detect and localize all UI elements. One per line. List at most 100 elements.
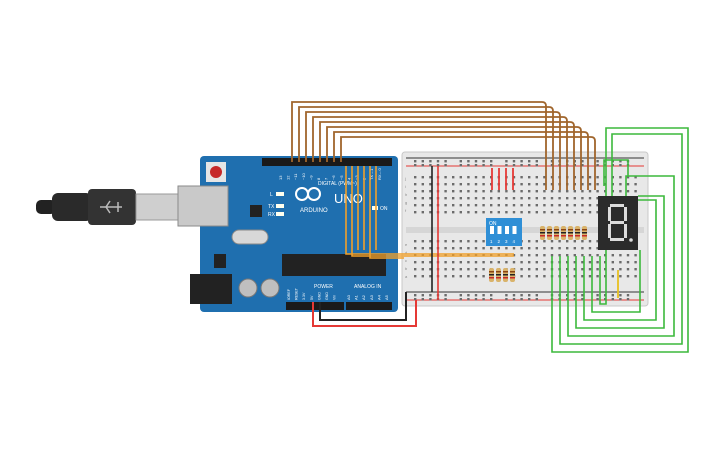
breadboard-hole[interactable] xyxy=(566,211,569,214)
green-wire[interactable] xyxy=(603,159,629,186)
rail-hole[interactable] xyxy=(596,298,599,301)
breadboard-hole[interactable] xyxy=(512,183,516,186)
breadboard-hole[interactable] xyxy=(421,183,424,186)
resistor[interactable] xyxy=(510,268,515,282)
breadboard-hole[interactable] xyxy=(596,247,599,250)
breadboard-hole[interactable] xyxy=(573,268,576,271)
rail-hole[interactable] xyxy=(611,294,614,297)
breadboard-hole[interactable] xyxy=(543,197,546,200)
breadboard-hole[interactable] xyxy=(429,261,432,264)
breadboard-hole[interactable] xyxy=(535,275,538,278)
breadboard-hole[interactable] xyxy=(467,261,470,264)
breadboard-hole[interactable] xyxy=(467,197,470,200)
breadboard-hole[interactable] xyxy=(459,275,462,278)
rail-hole[interactable] xyxy=(581,298,584,301)
breadboard-hole[interactable] xyxy=(634,275,637,278)
breadboard-hole[interactable] xyxy=(596,183,599,186)
breadboard-hole[interactable] xyxy=(520,183,523,186)
breadboard-hole[interactable] xyxy=(482,176,485,179)
breadboard-hole[interactable] xyxy=(626,261,630,264)
breadboard-hole[interactable] xyxy=(520,247,523,250)
breadboard-hole[interactable] xyxy=(520,254,523,257)
rail-hole[interactable] xyxy=(626,294,630,297)
breadboard-hole[interactable] xyxy=(535,190,538,193)
breadboard-hole[interactable] xyxy=(429,211,432,214)
resistor[interactable] xyxy=(561,226,566,240)
breadboard-hole[interactable] xyxy=(444,183,447,186)
breadboard-hole[interactable] xyxy=(573,190,576,193)
breadboard-hole[interactable] xyxy=(482,247,485,250)
breadboard-hole[interactable] xyxy=(459,240,462,243)
breadboard-hole[interactable] xyxy=(520,197,523,200)
breadboard-hole[interactable] xyxy=(634,183,637,186)
breadboard-hole[interactable] xyxy=(474,197,478,200)
breadboard-hole[interactable] xyxy=(459,176,462,179)
rail-hole[interactable] xyxy=(535,160,538,163)
breadboard-hole[interactable] xyxy=(558,254,561,257)
breadboard-hole[interactable] xyxy=(429,247,432,250)
breadboard-hole[interactable] xyxy=(566,197,569,200)
breadboard-hole[interactable] xyxy=(550,204,554,207)
breadboard-hole[interactable] xyxy=(543,268,546,271)
analog-header[interactable] xyxy=(346,302,392,310)
breadboard-hole[interactable] xyxy=(520,211,523,214)
breadboard-hole[interactable] xyxy=(528,240,531,243)
green-wire[interactable] xyxy=(583,199,657,321)
breadboard-hole[interactable] xyxy=(421,240,424,243)
breadboard-hole[interactable] xyxy=(414,197,417,200)
breadboard-hole[interactable] xyxy=(596,261,599,264)
resistor[interactable] xyxy=(547,226,552,240)
breadboard-hole[interactable] xyxy=(528,190,531,193)
breadboard-hole[interactable] xyxy=(581,176,584,179)
breadboard-hole[interactable] xyxy=(626,254,630,257)
breadboard-hole[interactable] xyxy=(482,204,485,207)
rail-hole[interactable] xyxy=(414,298,417,301)
breadboard-hole[interactable] xyxy=(535,254,538,257)
breadboard-hole[interactable] xyxy=(550,240,554,243)
rail-hole[interactable] xyxy=(421,164,424,167)
breadboard-hole[interactable] xyxy=(421,204,424,207)
breadboard-hole[interactable] xyxy=(535,211,538,214)
breadboard-hole[interactable] xyxy=(490,247,493,250)
breadboard-hole[interactable] xyxy=(543,247,546,250)
rail-hole[interactable] xyxy=(581,160,584,163)
breadboard-hole[interactable] xyxy=(505,190,508,193)
breadboard-hole[interactable] xyxy=(566,190,569,193)
rail-hole[interactable] xyxy=(528,164,531,167)
rail-hole[interactable] xyxy=(596,160,599,163)
breadboard-hole[interactable] xyxy=(467,247,470,250)
breadboard-hole[interactable] xyxy=(497,247,500,250)
breadboard-hole[interactable] xyxy=(573,261,576,264)
breadboard-hole[interactable] xyxy=(619,268,622,271)
breadboard-hole[interactable] xyxy=(452,268,455,271)
breadboard-hole[interactable] xyxy=(550,190,554,193)
breadboard-hole[interactable] xyxy=(619,176,622,179)
breadboard-hole[interactable] xyxy=(543,261,546,264)
rail-hole[interactable] xyxy=(535,164,538,167)
breadboard-hole[interactable] xyxy=(581,183,584,186)
rail-hole[interactable] xyxy=(429,164,432,167)
breadboard-hole[interactable] xyxy=(452,240,455,243)
breadboard-hole[interactable] xyxy=(452,261,455,264)
breadboard-hole[interactable] xyxy=(421,211,424,214)
breadboard-hole[interactable] xyxy=(535,183,538,186)
green-wire[interactable] xyxy=(567,175,675,337)
black-ground-wire[interactable] xyxy=(319,292,407,321)
breadboard-hole[interactable] xyxy=(452,204,455,207)
breadboard-hole[interactable] xyxy=(626,176,630,179)
breadboard-hole[interactable] xyxy=(528,211,531,214)
breadboard-hole[interactable] xyxy=(581,268,584,271)
breadboard-hole[interactable] xyxy=(444,247,447,250)
rail-hole[interactable] xyxy=(414,294,417,297)
breadboard-hole[interactable] xyxy=(414,211,417,214)
breadboard-hole[interactable] xyxy=(421,275,424,278)
rail-hole[interactable] xyxy=(490,164,493,167)
breadboard-hole[interactable] xyxy=(596,211,599,214)
rail-hole[interactable] xyxy=(512,164,516,167)
breadboard-hole[interactable] xyxy=(543,183,546,186)
breadboard-hole[interactable] xyxy=(474,183,478,186)
rail-hole[interactable] xyxy=(421,160,424,163)
breadboard-hole[interactable] xyxy=(452,247,455,250)
breadboard-hole[interactable] xyxy=(512,261,516,264)
breadboard-hole[interactable] xyxy=(520,204,523,207)
